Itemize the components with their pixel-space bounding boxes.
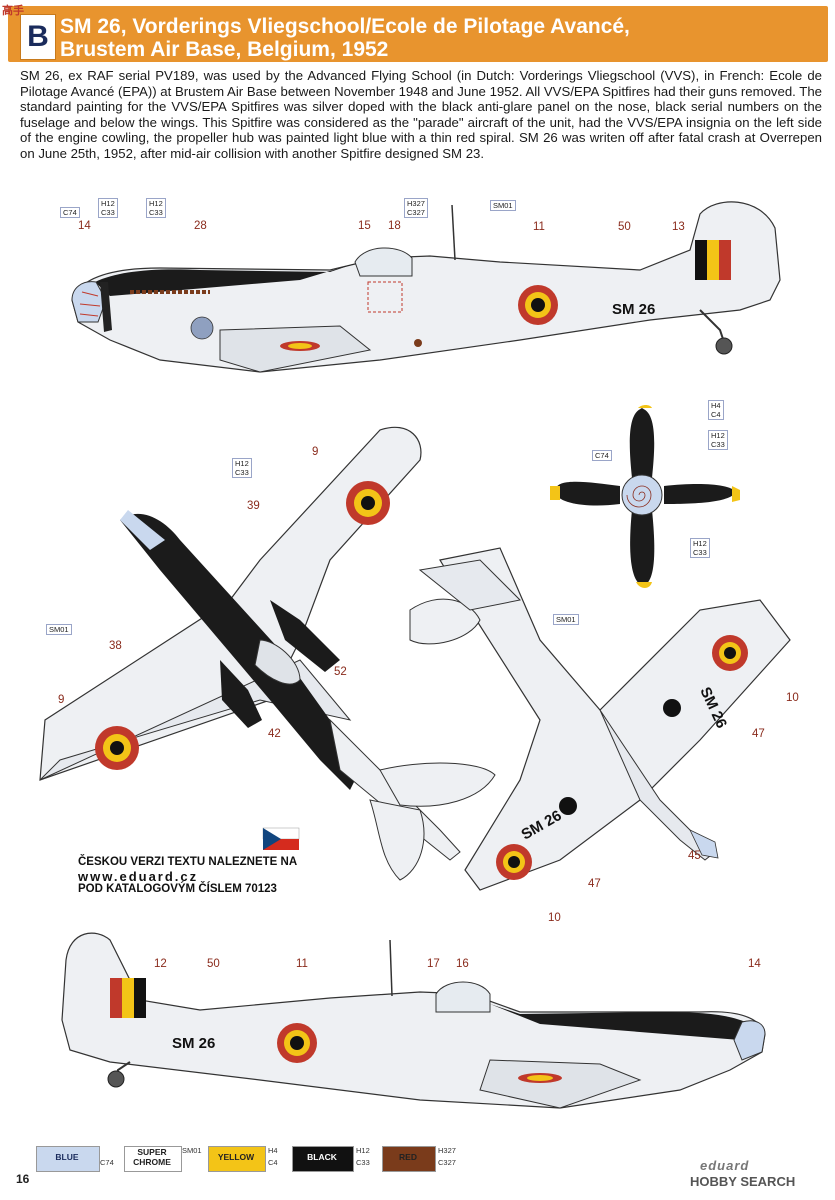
swatch-super-chrome: [124, 1146, 182, 1172]
propeller-front-view: [550, 405, 740, 588]
swatch-yellow-code1: H4: [268, 1146, 278, 1155]
decal-number: 28: [194, 220, 207, 232]
decal-number: 14: [748, 958, 761, 970]
decal-number: 45: [688, 850, 701, 862]
swatch-yellow-code2: C4: [268, 1158, 278, 1167]
color-callout: C74: [592, 450, 612, 461]
title-line-1: SM 26, Vorderings Vliegschool/Ecole de P…: [60, 15, 630, 38]
czech-note-line-1: ČESKOU VERZI TEXTU NALEZNETE NA: [78, 856, 298, 868]
scheme-title: SM 26, Vorderings Vliegschool/Ecole de P…: [60, 15, 630, 61]
swatch-black: [292, 1146, 354, 1172]
czech-note-line-3: POD KATALOGOVÝM ČÍSLEM 70123: [78, 883, 277, 895]
decal-number: 16: [456, 958, 469, 970]
title-banner: B SM 26, Vorderings Vliegschool/Ecole de…: [8, 6, 828, 62]
decal-number: 11: [533, 221, 545, 233]
swatch-blue: [36, 1146, 100, 1172]
swatch-black-name: BLACK: [307, 1152, 337, 1162]
czech-note-url[interactable]: www.eduard.cz: [78, 868, 199, 884]
lower-surface-view: SM 26 SM 26: [409, 547, 791, 891]
swatch-yellow: [208, 1146, 266, 1172]
side-serial-bottom: SM 26: [172, 1035, 215, 1052]
swatch-blue-code: C74: [100, 1158, 114, 1167]
title-line-2: Brustem Air Base, Belgium, 1952: [60, 38, 389, 61]
decal-number: 11: [296, 958, 308, 970]
eduard-logo: eduard: [700, 1158, 750, 1173]
decal-number: 10: [548, 912, 561, 924]
decal-number: 17: [427, 958, 440, 970]
swatch-red-name: RED: [399, 1152, 417, 1162]
side-serial-top: SM 26: [612, 301, 655, 318]
decal-number: 50: [207, 958, 220, 970]
decal-number: 14: [78, 220, 91, 232]
decal-number: 47: [752, 728, 765, 740]
left-profile-view: SM 26: [71, 201, 781, 373]
swatch-super-chrome-code: SM01: [182, 1146, 202, 1155]
czech-version-note: ČESKOU VERZI TEXTU NALEZNETE NA www.edua…: [78, 856, 297, 897]
watermark: 高手: [2, 5, 24, 17]
decal-number: 9: [58, 694, 65, 706]
decal-number: 18: [388, 220, 401, 232]
swatch-yellow-name: YELLOW: [217, 1152, 255, 1162]
scheme-badge: B: [20, 14, 56, 60]
decal-number: 39: [247, 500, 260, 512]
color-callout: SM01: [553, 614, 579, 625]
swatch-super-chrome-name: SUPER CHROME: [133, 1147, 171, 1167]
swatch-red-code1: H327: [438, 1146, 456, 1155]
color-callout: C74: [60, 207, 80, 218]
color-callout: SM01: [490, 200, 516, 211]
decal-number: 12: [154, 958, 167, 970]
decal-number: 9: [312, 446, 319, 458]
decal-number: 15: [358, 220, 371, 232]
page-number: 16: [16, 1172, 30, 1186]
right-profile-view: SM 26: [61, 932, 766, 1109]
decal-number: 42: [268, 728, 281, 740]
decal-number: 52: [334, 666, 347, 678]
swatch-black-code2: C33: [356, 1158, 370, 1167]
color-callout: SM01: [46, 624, 72, 635]
czech-flag: [262, 827, 300, 850]
decal-number: 38: [109, 640, 122, 652]
swatch-red: [382, 1146, 436, 1172]
swatch-black-code1: H12: [356, 1146, 370, 1155]
hobby-search-logo: HOBBY SEARCH: [690, 1174, 796, 1189]
swatch-blue-name: BLUE: [55, 1152, 79, 1162]
decal-number: 10: [786, 692, 799, 704]
scheme-description: SM 26, ex RAF serial PV189, was used by …: [20, 68, 822, 161]
swatch-red-code2: C327: [438, 1158, 456, 1167]
decal-number: 13: [672, 221, 685, 233]
decal-number: 50: [618, 221, 631, 233]
upper-surface-view: [39, 426, 496, 881]
decal-number: 47: [588, 878, 601, 890]
